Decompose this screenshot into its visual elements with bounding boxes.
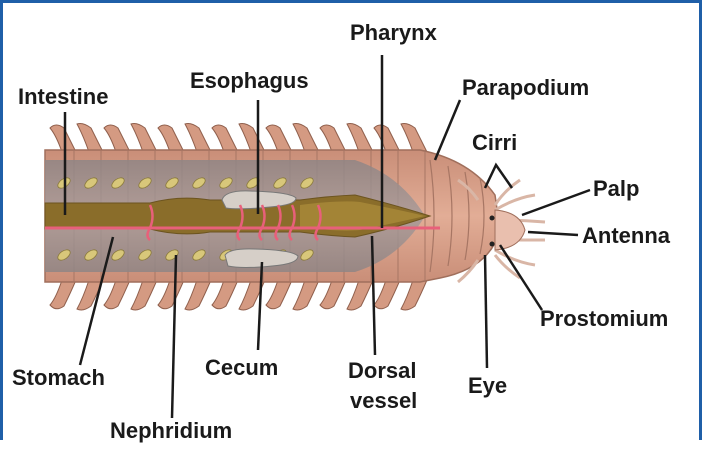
label-intestine: Intestine	[18, 84, 108, 109]
parapodium-top-10	[293, 124, 319, 153]
parapodium-top-3	[104, 125, 130, 152]
prostomium	[495, 210, 525, 250]
parapodium-bottom-1	[50, 280, 76, 309]
parapodium-bottom-3	[104, 280, 130, 309]
parapodium-bottom-13	[374, 280, 400, 309]
parapodium-top-5	[158, 125, 184, 152]
parapodium-bottom-6	[185, 280, 211, 310]
parapodium-top-8	[239, 124, 265, 153]
parapodium-bottom-4	[131, 280, 157, 310]
parapodia-top	[50, 124, 427, 153]
label-antenna: Antenna	[582, 223, 671, 248]
label-cirri: Cirri	[472, 130, 517, 155]
parapodium-top-4	[131, 124, 157, 153]
label-pharynx: Pharynx	[350, 20, 438, 45]
label-cecum: Cecum	[205, 355, 278, 380]
parapodium-bottom-7	[212, 280, 238, 309]
parapodium-top-9	[266, 125, 292, 152]
label-prostomium: Prostomium	[540, 306, 668, 331]
eye-lower	[490, 242, 495, 247]
parapodium-bottom-12	[347, 280, 373, 310]
label-parapodium: Parapodium	[462, 75, 589, 100]
parapodium-bottom-9	[266, 280, 292, 309]
label-nephridium: Nephridium	[110, 418, 232, 443]
parapodium-top-12	[347, 124, 373, 153]
parapodium-top-14	[401, 124, 427, 153]
label-esophagus: Esophagus	[190, 68, 309, 93]
parapodium-top-11	[320, 125, 346, 152]
parapodium-top-6	[185, 124, 211, 153]
label-stomach: Stomach	[12, 365, 105, 390]
parapodium-top-1	[50, 125, 76, 152]
eye-upper	[490, 216, 495, 221]
label-dorsal: Dorsal	[348, 358, 416, 383]
parapodium-bottom-11	[320, 280, 346, 309]
label-vessel: vessel	[350, 388, 417, 413]
label-eye: Eye	[468, 373, 507, 398]
parapodium-bottom-5	[158, 280, 184, 309]
parapodium-top-7	[212, 125, 238, 152]
label-palp: Palp	[593, 176, 639, 201]
parapodium-bottom-14	[401, 280, 427, 310]
parapodium-bottom-10	[293, 280, 319, 310]
parapodium-top-13	[374, 125, 400, 152]
parapodia-bottom	[50, 280, 427, 310]
parapodium-top-2	[77, 124, 103, 153]
